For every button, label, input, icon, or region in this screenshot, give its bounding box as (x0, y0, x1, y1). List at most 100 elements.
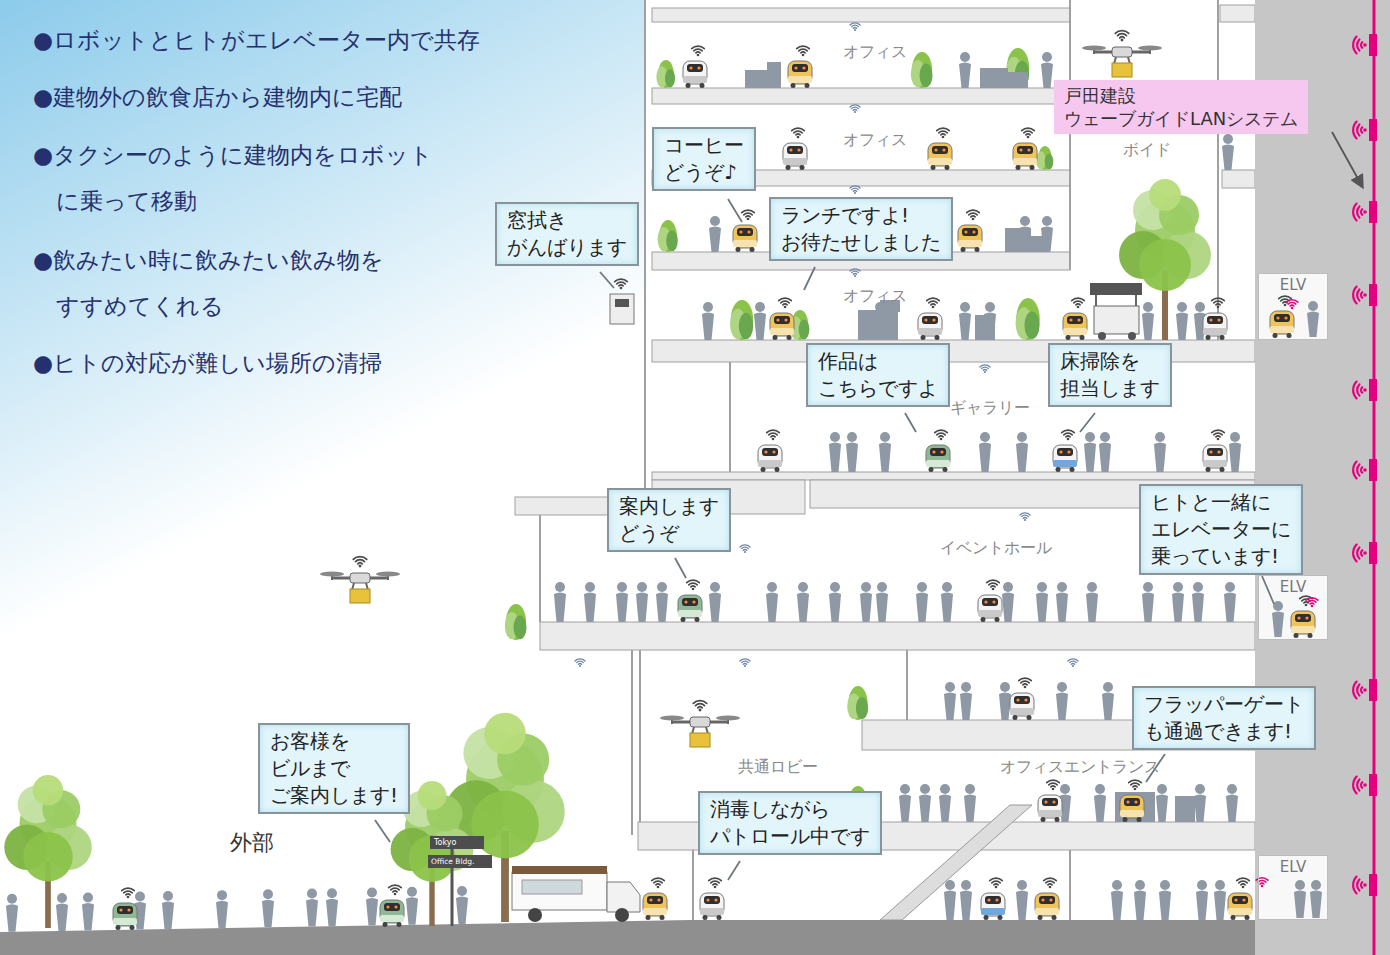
person-body (1084, 443, 1096, 473)
person-silhouette (1222, 134, 1234, 170)
robot-wheel (695, 617, 700, 622)
robot-eye (1027, 148, 1030, 151)
robot-base (1270, 326, 1294, 333)
robot-eye (942, 148, 945, 151)
office-furniture (767, 62, 781, 88)
person-head (1042, 52, 1052, 62)
waveguide-antenna (1369, 542, 1377, 564)
leader-line (804, 267, 815, 290)
person-body (56, 903, 68, 931)
office-furniture (1115, 792, 1155, 822)
drone-rotor (1082, 46, 1106, 51)
robot-wheel (791, 83, 796, 88)
wifi-dot (1363, 210, 1367, 214)
robot-wheel (1016, 165, 1021, 170)
wifi-icon (1353, 682, 1367, 699)
robot-wheel (995, 617, 1000, 622)
wifi-arc (126, 893, 130, 896)
wifi-arc (1074, 301, 1082, 303)
robot (788, 61, 812, 88)
robot-eye (924, 318, 927, 321)
person-silhouette (939, 784, 951, 822)
person-silhouette (964, 784, 976, 822)
robot-eye (1305, 616, 1308, 619)
robot (1291, 611, 1315, 638)
wifi-arc (1258, 880, 1266, 882)
person-body (1036, 593, 1048, 623)
wifi-arc (1131, 783, 1139, 785)
wifi-arc (1076, 303, 1080, 306)
callout-text: 消毒しながら パトロール中です (710, 796, 870, 850)
robot-wheel (703, 915, 708, 920)
person-head (1155, 432, 1165, 442)
robot-face (1017, 146, 1033, 154)
person-body (754, 313, 766, 341)
person-body (636, 593, 648, 623)
wifi-icon (353, 557, 366, 568)
wifi-dot (1311, 605, 1314, 608)
robot-face (704, 896, 720, 904)
illustration-figures (4, 23, 1377, 932)
wifi-arc (990, 878, 1003, 881)
robot-body (678, 595, 702, 618)
waveguide-antenna (1369, 284, 1377, 306)
office-furniture (1008, 72, 1028, 88)
robot-face (615, 299, 629, 307)
wifi-icon (967, 210, 980, 220)
text-line: お待たせしました (781, 229, 941, 256)
text-line: 床掃除を (1060, 348, 1160, 375)
person-body (1142, 593, 1154, 623)
wifi-icon (1353, 462, 1367, 479)
robot-eye (689, 66, 692, 69)
office-furniture (745, 70, 767, 88)
person-silhouette (702, 302, 714, 340)
drone-parcel (690, 733, 710, 747)
wifi-arc (393, 890, 397, 893)
wifi-arc (577, 661, 584, 662)
robot (1010, 693, 1034, 720)
wifi-arc (1214, 433, 1222, 435)
person-head (900, 784, 910, 794)
wifi-arc (1129, 780, 1142, 783)
person-body (326, 899, 338, 927)
person-body (999, 693, 1011, 721)
wifi-dot (1363, 688, 1367, 692)
person-silhouette (999, 682, 1011, 720)
person-silhouette (1159, 880, 1171, 920)
tree-foliage (23, 832, 72, 881)
person-silhouette (1156, 784, 1168, 822)
drone-rotor (660, 716, 684, 721)
person-silhouette (1016, 432, 1028, 472)
robot-eye (964, 230, 967, 233)
person-silhouette (959, 52, 971, 88)
wifi-arc (783, 303, 787, 306)
robot-eye (776, 318, 779, 321)
robot-eye (1059, 450, 1062, 453)
wifi-icon (850, 269, 860, 277)
wifi-dot (1261, 885, 1264, 888)
robot (1203, 445, 1227, 472)
robot-wheel (397, 922, 402, 927)
person-silhouette (1094, 784, 1106, 822)
wifi-arc (799, 49, 807, 51)
person-head (945, 880, 955, 890)
wifi-icon (1212, 430, 1225, 440)
person-silhouette (941, 582, 953, 622)
wifi-arc (1212, 430, 1225, 433)
robot-eye (1069, 318, 1072, 321)
robot-eye (1024, 698, 1027, 701)
robot-eye (784, 318, 787, 321)
robot-eye (1217, 450, 1220, 453)
sign-text: Tokyo (434, 837, 456, 848)
robot (1228, 893, 1252, 920)
robot (958, 225, 982, 252)
robot-eye (684, 600, 687, 603)
robot (918, 313, 942, 340)
wifi-arc (1353, 545, 1356, 562)
person-silhouette (754, 302, 766, 340)
feature-bullet: ●建物外の飲食店から建物内に宅配 (33, 74, 402, 120)
person-silhouette (1086, 582, 1098, 622)
robot (643, 893, 667, 920)
wifi-arc (1357, 289, 1359, 300)
ground (0, 920, 1255, 955)
